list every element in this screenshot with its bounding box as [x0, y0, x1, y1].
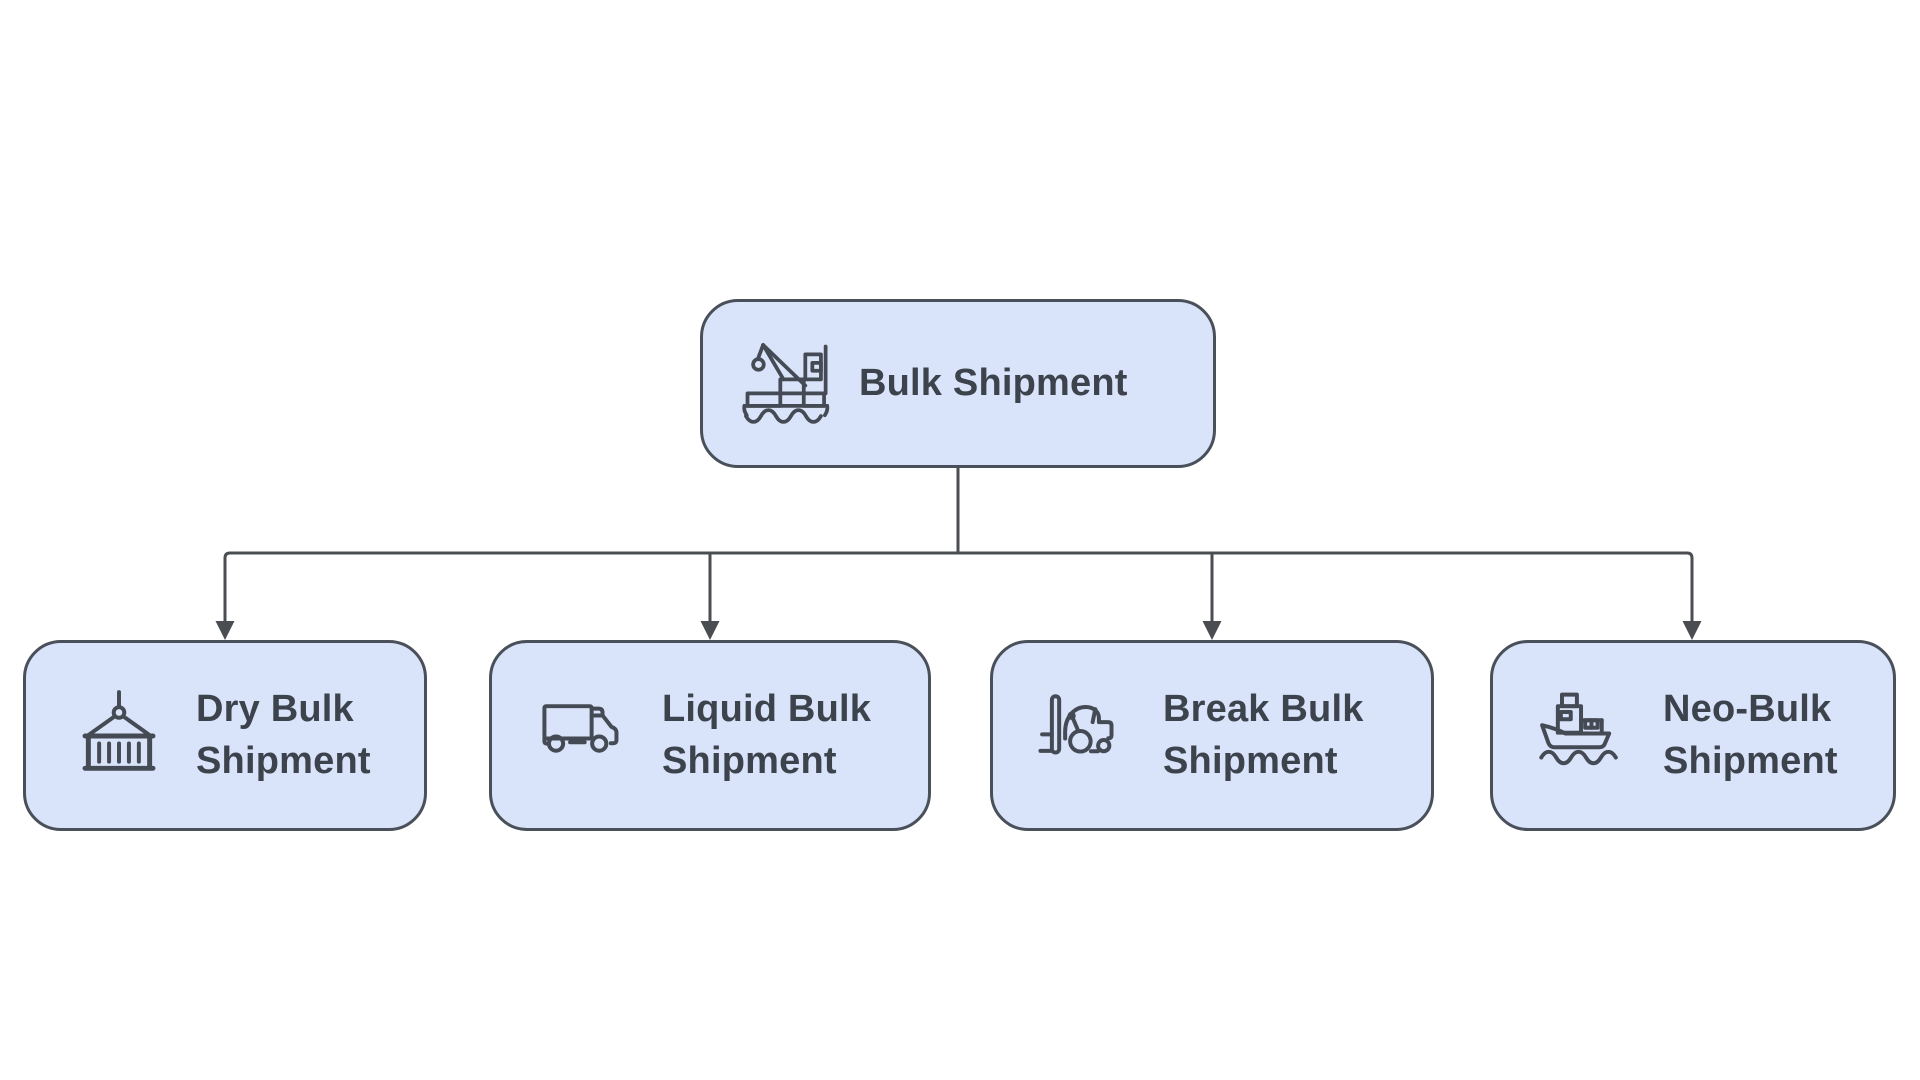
node-liquid-bulk-shipment: Liquid Bulk Shipment [489, 640, 931, 831]
hanging-container-icon [66, 683, 172, 789]
connector-horizontal-rail [223, 551, 1694, 623]
node-label: Break Bulk Shipment [1163, 687, 1364, 782]
node-bulk-shipment: Bulk Shipment [700, 299, 1216, 468]
node-break-bulk-shipment: Break Bulk Shipment [990, 640, 1434, 831]
node-label: Liquid Bulk Shipment [662, 687, 872, 782]
node-neo-bulk-shipment: Neo-Bulk Shipment [1490, 640, 1896, 831]
node-dry-bulk-shipment: Dry Bulk Shipment [23, 640, 427, 831]
truck-icon [532, 683, 638, 789]
forklift-icon [1033, 683, 1139, 789]
node-label: Neo-Bulk Shipment [1663, 687, 1838, 782]
node-label: Dry Bulk Shipment [196, 687, 371, 782]
arrowhead-neo [1682, 621, 1702, 640]
node-label: Bulk Shipment [859, 361, 1128, 404]
arrowhead-liquid [700, 621, 720, 640]
arrowhead-break [1202, 621, 1222, 640]
arrowhead-dry [215, 621, 235, 640]
cargo-ship-icon [1533, 683, 1639, 789]
harbor-crane-ship-icon [735, 334, 835, 434]
